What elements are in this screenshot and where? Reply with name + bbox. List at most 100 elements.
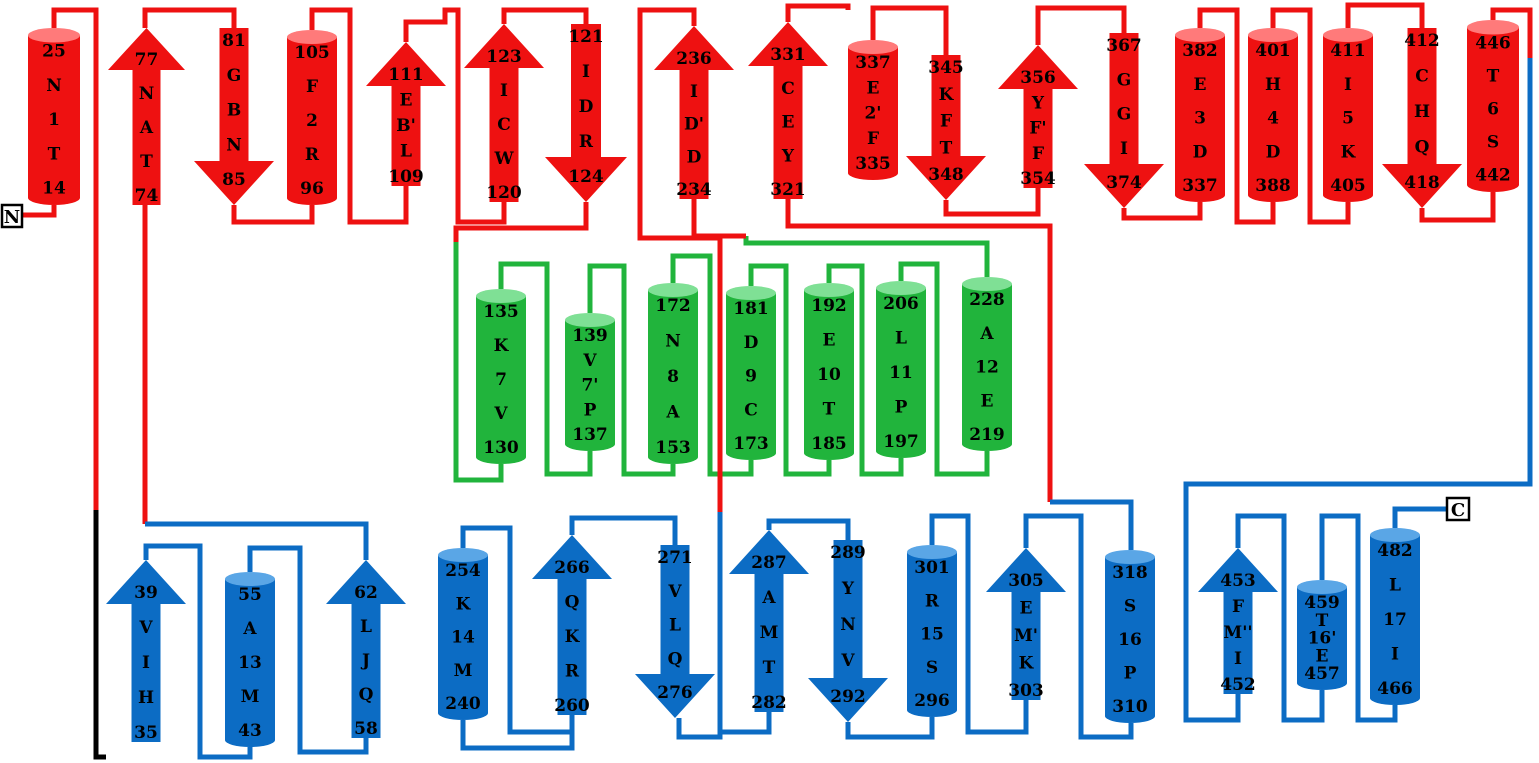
element-label: G	[227, 66, 242, 86]
connector-29	[1270, 7, 1351, 225]
element-label: 16'	[1308, 629, 1337, 649]
element-label: D	[687, 147, 702, 167]
connector-22	[785, 199, 1053, 502]
connector-38	[1235, 513, 1325, 723]
element-label: M''	[1223, 623, 1252, 643]
element-label: D	[1193, 142, 1208, 162]
connector-33	[1183, 58, 1533, 723]
element-label: 301	[914, 558, 950, 578]
element-label: 13	[238, 653, 262, 673]
element-label: 348	[928, 165, 964, 185]
element-label: 74	[135, 186, 159, 206]
element-label: 310	[1112, 697, 1148, 717]
element-label: 137	[572, 425, 608, 445]
element-label: 197	[883, 432, 919, 452]
element-label: 123	[486, 47, 522, 67]
element-label: 55	[238, 585, 262, 605]
helix-cap	[1105, 550, 1155, 564]
element-label: 240	[445, 694, 481, 714]
element-label: D	[744, 333, 759, 353]
helix-body	[28, 35, 80, 205]
connector-18	[691, 199, 746, 239]
element-label: 287	[751, 553, 787, 573]
element-label: A	[979, 324, 994, 344]
helix-body	[1105, 557, 1155, 723]
element-label: 181	[733, 299, 769, 319]
element-label: 7	[495, 370, 507, 390]
element-label: 111	[388, 65, 424, 85]
element-label: T	[140, 152, 153, 172]
helix-cap	[287, 30, 337, 44]
strand-arrow	[194, 28, 274, 205]
element-label: V	[493, 404, 508, 424]
element-label: 43	[238, 721, 262, 741]
helix-cap	[1467, 20, 1519, 35]
element-label: V	[582, 351, 597, 371]
element-label: 3	[1194, 109, 1206, 129]
secondary-structure-elements: 25N1T1477NAT7481GBN85105F2R96111EB'L1091…	[28, 20, 1519, 747]
connector-7	[403, 7, 507, 225]
element-label: S	[1124, 597, 1136, 617]
element-label: 442	[1475, 166, 1511, 186]
element-label: 356	[1020, 68, 1056, 88]
element-label: 25	[42, 42, 66, 62]
element-label: F	[306, 77, 318, 97]
c-terminus-box	[1445, 496, 1471, 522]
element-label: S	[926, 658, 938, 678]
helix-cap	[1370, 528, 1420, 542]
helix-body	[907, 552, 957, 717]
element-label: N	[46, 76, 62, 96]
connector-28	[1197, 7, 1276, 225]
element-label: 331	[770, 45, 806, 65]
helix-cap	[28, 27, 80, 43]
element-label: T	[1316, 611, 1329, 631]
element-label: S	[1487, 133, 1499, 153]
element-label: 206	[883, 294, 919, 314]
helix-body	[848, 47, 898, 180]
helix-body	[1248, 35, 1298, 202]
helix-cap	[848, 40, 898, 54]
element-label: 96	[300, 179, 324, 199]
element-label: 109	[388, 167, 424, 187]
strand-arrow	[366, 42, 446, 186]
element-label: I	[582, 62, 590, 82]
element-label: J	[360, 651, 370, 671]
element-label: 412	[1404, 31, 1440, 51]
element-label: B'	[396, 116, 416, 136]
strand-arrow	[1198, 548, 1278, 694]
helix-body	[476, 296, 526, 464]
element-label: 459	[1304, 593, 1340, 613]
strand-arrow	[808, 540, 888, 722]
helix-cap	[565, 313, 615, 327]
strand-arrow	[106, 560, 186, 742]
connector-1	[22, 205, 57, 218]
element-label: 289	[830, 543, 866, 563]
element-label: V	[667, 582, 682, 602]
connector-25	[943, 188, 1041, 217]
helix-cap	[804, 283, 854, 297]
element-label: 367	[1106, 36, 1142, 56]
n-terminus: N	[0, 203, 24, 229]
element-label: 254	[445, 561, 481, 581]
connector-9	[453, 202, 589, 242]
element-label: 124	[568, 167, 604, 187]
helix-body	[287, 37, 337, 205]
connector-35	[145, 521, 369, 560]
connector-8	[501, 7, 589, 24]
connector-13	[670, 253, 754, 477]
connector-48	[1023, 513, 1134, 740]
